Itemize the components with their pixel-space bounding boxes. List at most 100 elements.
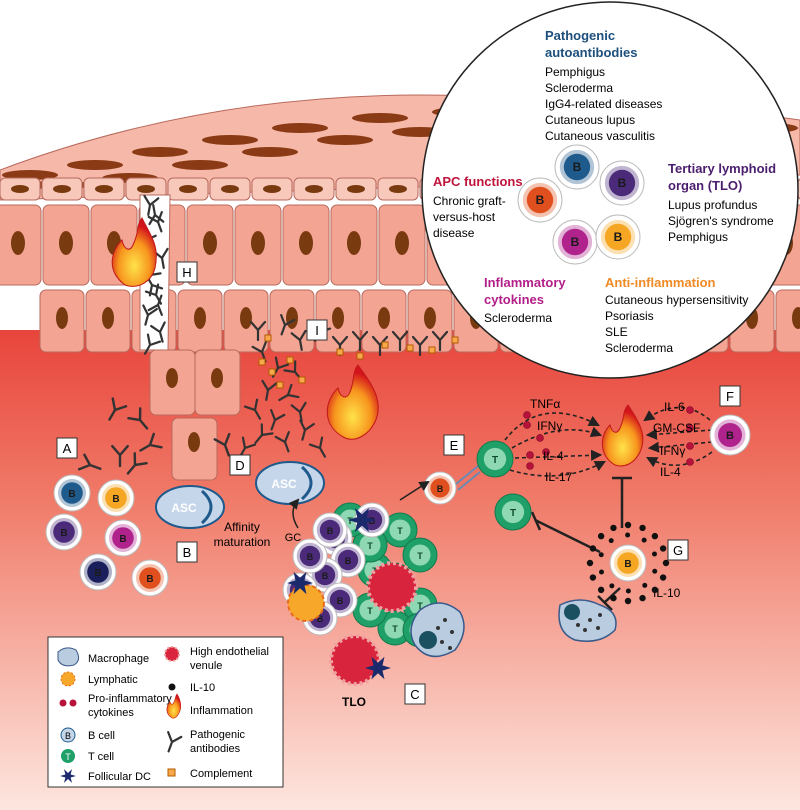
il4-label-right: IL-4 [660,465,681,479]
tlo-item-1: Sjögren's syndrome [668,214,774,228]
legend-inflammation: Inflammation [166,693,253,719]
svg-text:Complement: Complement [190,768,252,780]
legend-macrophage: Macrophage [57,647,149,667]
svg-text:B: B [337,596,344,606]
autoantibodies-title-2: autoantibodies [545,45,637,60]
svg-text:B: B [536,193,545,207]
svg-text:B: B [65,731,71,741]
inflammation-icon [326,364,379,440]
svg-text:venule: venule [190,660,222,672]
svg-text:High endothelial: High endothelial [190,646,269,658]
svg-text:H: H [182,265,191,280]
macrophage [558,599,617,642]
cytokines-item-0: Scleroderma [484,311,552,325]
svg-text:T: T [417,551,423,561]
svg-text:B: B [573,160,582,174]
b-cell: B [292,538,328,574]
svg-text:B: B [624,559,631,570]
macrophage [410,602,465,658]
antibody-icon [290,401,307,423]
tertiary-lymphoid-organ: TTTTTTTTTTBBBBBBBBB [282,502,465,686]
autoantibodies-item-2: IgG4-related diseases [545,97,662,111]
cytokine-dot [523,421,531,429]
t-cell: T [402,537,438,573]
asc-cell-d: ASC [255,461,325,505]
antibody-icon [213,432,231,457]
antibody-icon [280,313,296,336]
antibody-icon [243,398,262,420]
tlo-title-1: Tertiary lymphoid [668,161,776,176]
complement-deposits [258,334,459,389]
anti-inflammation-item-0: Cutaneous hypersensitivity [605,293,748,307]
b-cell: B [53,474,91,512]
b-cell: B [97,479,135,517]
panel-label-b: B [176,541,198,563]
corneocyte-nucleus [172,160,228,170]
follicular-dc [365,656,391,680]
b-cell-g: B [609,544,647,582]
complement-icon [428,346,436,354]
follicular-dc [287,571,313,595]
antibody-icon [142,304,158,326]
svg-text:G: G [673,543,683,558]
apc-title: APC functions [433,174,523,189]
t-cell-g: T [494,493,532,531]
antibody-icon [143,194,160,216]
complement-icon [268,368,276,376]
cytokine-dot [686,442,694,450]
antibody-icon [111,444,129,468]
maturation-label: maturation [214,535,271,549]
cytokine-dot [536,434,544,442]
corneocyte-nucleus [202,135,258,145]
affinity-arrow [288,498,300,529]
apc-item-0: Chronic graft- [433,194,506,208]
antibody-icon [147,294,163,317]
svg-text:B: B [94,568,101,579]
legend: MacrophageLymphaticPro-inflammatorycytok… [47,636,284,788]
svg-text:B: B [68,489,75,500]
il6-label: IL-6 [664,400,685,414]
antibody-icon [167,730,183,753]
panel-label-c: C [404,683,426,705]
corneocyte-nucleus [352,113,408,123]
complement-icon [258,358,266,366]
anti-inflammation-item-1: Psoriasis [605,309,654,323]
cytokines-title-2: cytokines [484,292,544,307]
circle-b-cell-purple: B [599,160,645,206]
corneocyte-nucleus [132,147,188,157]
svg-text:B: B [618,176,627,190]
svg-text:I: I [315,323,319,338]
svg-text:T: T [492,455,498,466]
high-endothelial-venule [329,634,381,686]
lymphatic [287,584,325,622]
anti-inflammation-item-2: SLE [605,325,628,339]
svg-text:B: B [327,526,334,536]
svg-text:IL-10: IL-10 [190,682,215,694]
antibody-icon [299,419,315,441]
anti-inflammation-title: Anti-inflammation [605,275,716,290]
cytokine-dot [686,458,694,466]
corneocyte-nucleus [67,160,123,170]
b-cell: B [312,512,348,548]
svg-text:B: B [614,230,623,244]
cytokine-dot [542,448,550,456]
b-cell: B [131,559,169,597]
b-cell: B [45,513,83,551]
tlo-title-2: organ (TLO) [668,178,742,193]
svg-text:B: B [571,235,580,249]
svg-text:B: B [437,484,444,494]
svg-text:ASC: ASC [171,501,197,515]
complement-icon [298,376,306,384]
antibody-icon [391,330,409,352]
complement-icon [336,348,344,356]
il10-label: IL-10 [653,586,681,600]
legend-follicular-dc: Follicular DC [60,769,151,783]
antibody-icon [278,383,300,402]
cytokine-dot [523,411,531,419]
svg-text:B: B [119,534,126,545]
il-10-dots [586,521,670,605]
ifng-label-right: IFNγ [660,444,685,458]
